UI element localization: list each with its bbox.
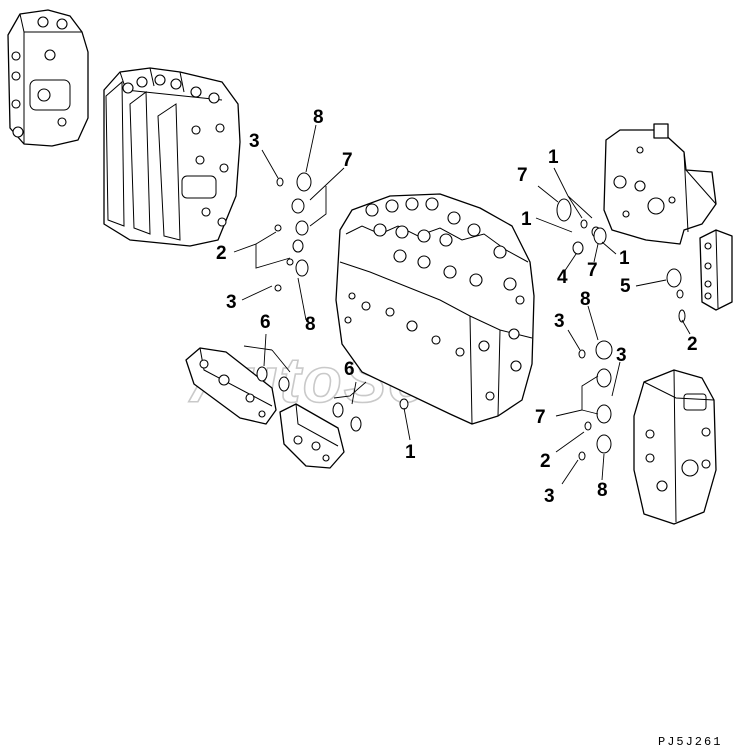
right-cover-plate	[699, 229, 733, 311]
callout-label: 1	[548, 147, 559, 168]
callout-label: 2	[216, 243, 227, 264]
callout-label: 3	[249, 131, 260, 152]
callout-label: 8	[597, 480, 608, 501]
upper-right-seal-group	[556, 198, 686, 323]
callout-label: 3	[226, 292, 237, 313]
callout-label: 2	[687, 334, 698, 355]
callout-label: 1	[405, 442, 416, 463]
left-seal-group	[274, 172, 312, 292]
callout-label: 6	[344, 359, 355, 380]
callout-label: 7	[535, 407, 546, 428]
callout-label: 6	[260, 312, 271, 333]
callout-label: 3	[616, 345, 627, 366]
leader-lines	[233, 124, 691, 485]
callout-label: 1	[521, 209, 532, 230]
left-spool-sections	[103, 67, 241, 247]
callout-label: 8	[305, 314, 316, 335]
left-end-section	[7, 9, 89, 147]
callout-label: 4	[557, 267, 568, 288]
callout-label: 5	[620, 276, 631, 297]
callout-labels: 8 3 7 2 3 8 6 6 1 1 7 1 1 4 7 5 2 8 3 3 …	[216, 107, 698, 507]
callout-label: 1	[619, 248, 630, 269]
right-upper-section	[603, 123, 717, 245]
main-valve-block	[335, 193, 535, 425]
callout-label: 7	[342, 150, 353, 171]
lower-left-cover-b	[279, 403, 345, 469]
lower-left-cover-a	[185, 347, 277, 425]
callout-label: 7	[517, 165, 528, 186]
lower-right-seal-group	[578, 340, 613, 461]
callout-label: 3	[544, 486, 555, 507]
callout-label: 7	[587, 260, 598, 281]
callout-label: 3	[554, 311, 565, 332]
right-lower-section	[633, 369, 717, 525]
callout-label: 8	[580, 289, 591, 310]
drawing-code: PJ5J261	[658, 735, 722, 749]
lower-left-seal-group	[256, 366, 409, 432]
callout-label: 8	[313, 107, 324, 128]
callout-label: 2	[540, 451, 551, 472]
